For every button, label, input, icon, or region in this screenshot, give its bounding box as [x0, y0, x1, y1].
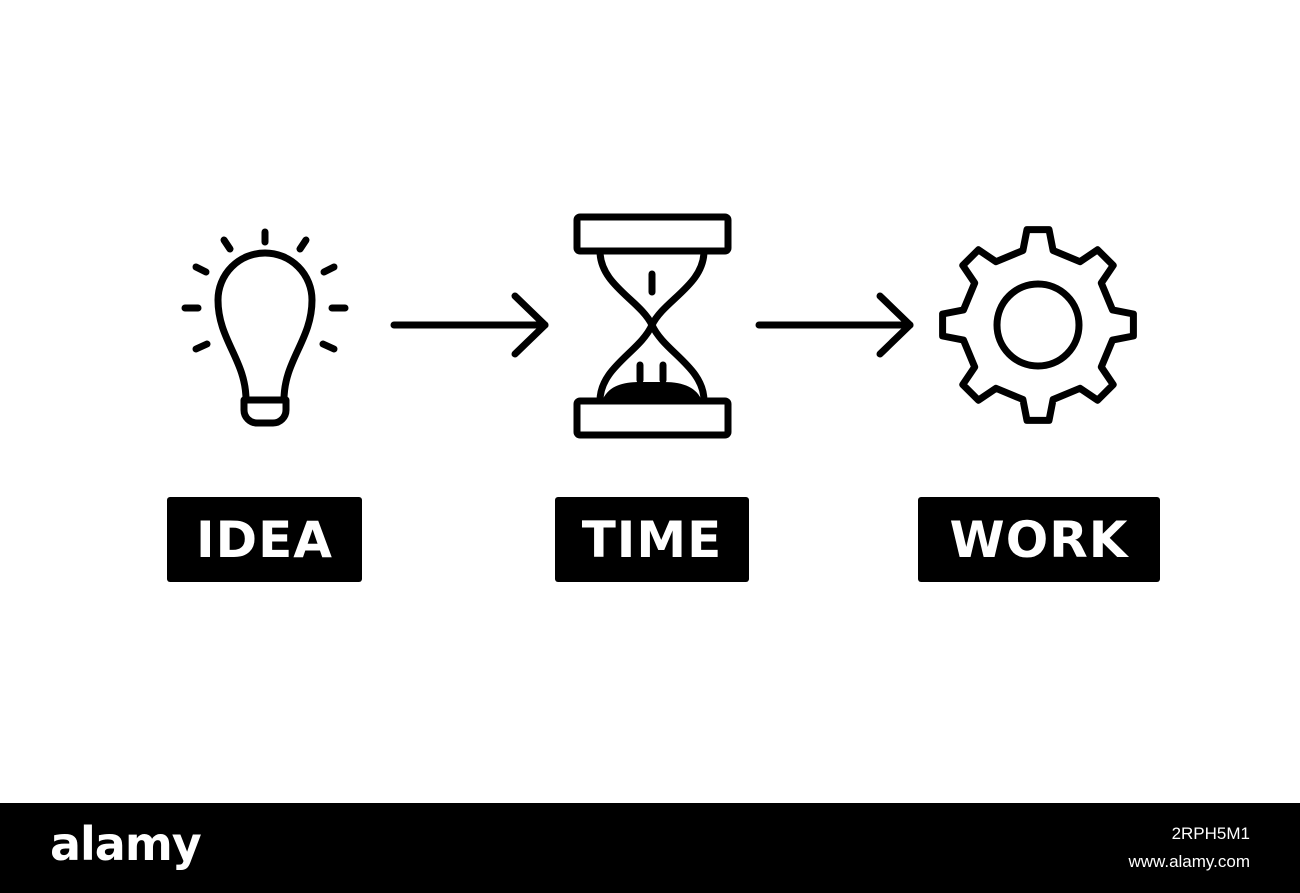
image-id: 2RPH5M1 — [1171, 824, 1250, 843]
arrow-right-icon — [390, 292, 549, 358]
step-label-idea: IDEA — [167, 497, 362, 582]
gear-icon — [939, 226, 1137, 424]
hourglass-icon — [573, 213, 732, 439]
brand-logo: alamy — [50, 817, 202, 871]
step-label-time: TIME — [555, 497, 749, 582]
site-url: www.alamy.com — [1128, 852, 1250, 871]
arrow-right-icon — [755, 292, 914, 358]
lightbulb-icon — [181, 228, 349, 427]
diagram-canvas: IDEA TIME WORK — [167, 213, 1160, 582]
step-label-work: WORK — [918, 497, 1160, 582]
watermark-footer: alamy 2RPH5M1 www.alamy.com — [0, 803, 1300, 893]
